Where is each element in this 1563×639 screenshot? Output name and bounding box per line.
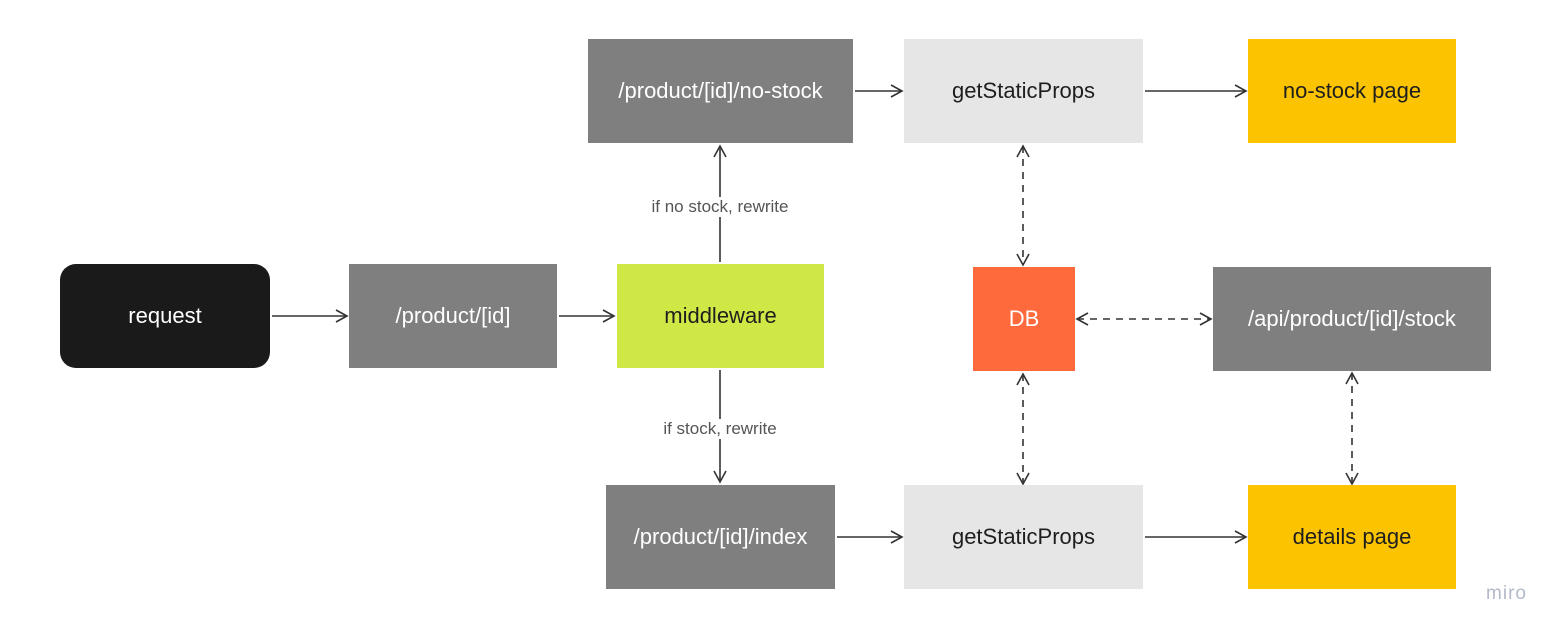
- node-product-id[interactable]: /product/[id]: [349, 264, 557, 368]
- node-db-label: DB: [1008, 306, 1040, 331]
- node-middleware[interactable]: middleware: [617, 264, 824, 368]
- node-no-stock-page[interactable]: no-stock page: [1248, 39, 1456, 143]
- node-request-label: request: [128, 303, 202, 328]
- node-details-page[interactable]: details page: [1248, 485, 1456, 589]
- edge-label-no-stock: if no stock, rewrite: [647, 197, 793, 217]
- node-get-static-props-top[interactable]: getStaticProps: [904, 39, 1143, 143]
- node-get-static-props-bottom[interactable]: getStaticProps: [904, 485, 1143, 589]
- node-api-stock[interactable]: /api/product/[id]/stock: [1213, 267, 1491, 371]
- node-request[interactable]: request: [60, 264, 270, 368]
- node-db[interactable]: DB: [973, 267, 1075, 371]
- node-no-stock-route[interactable]: /product/[id]/no-stock: [588, 39, 853, 143]
- node-product-id-label: /product/[id]: [395, 303, 511, 328]
- node-index-route[interactable]: /product/[id]/index: [606, 485, 835, 589]
- node-no-stock-route-label: /product/[id]/no-stock: [618, 78, 823, 103]
- node-no-stock-page-label: no-stock page: [1282, 78, 1422, 103]
- node-api-stock-label: /api/product/[id]/stock: [1248, 306, 1456, 331]
- edge-label-stock: if stock, rewrite: [659, 419, 781, 439]
- node-details-page-label: details page: [1292, 524, 1412, 549]
- node-index-route-label: /product/[id]/index: [633, 524, 808, 549]
- node-middleware-label: middleware: [664, 303, 777, 328]
- node-get-static-props-top-label: getStaticProps: [951, 78, 1096, 103]
- node-get-static-props-bottom-label: getStaticProps: [951, 524, 1096, 549]
- miro-watermark: miro: [1486, 583, 1527, 604]
